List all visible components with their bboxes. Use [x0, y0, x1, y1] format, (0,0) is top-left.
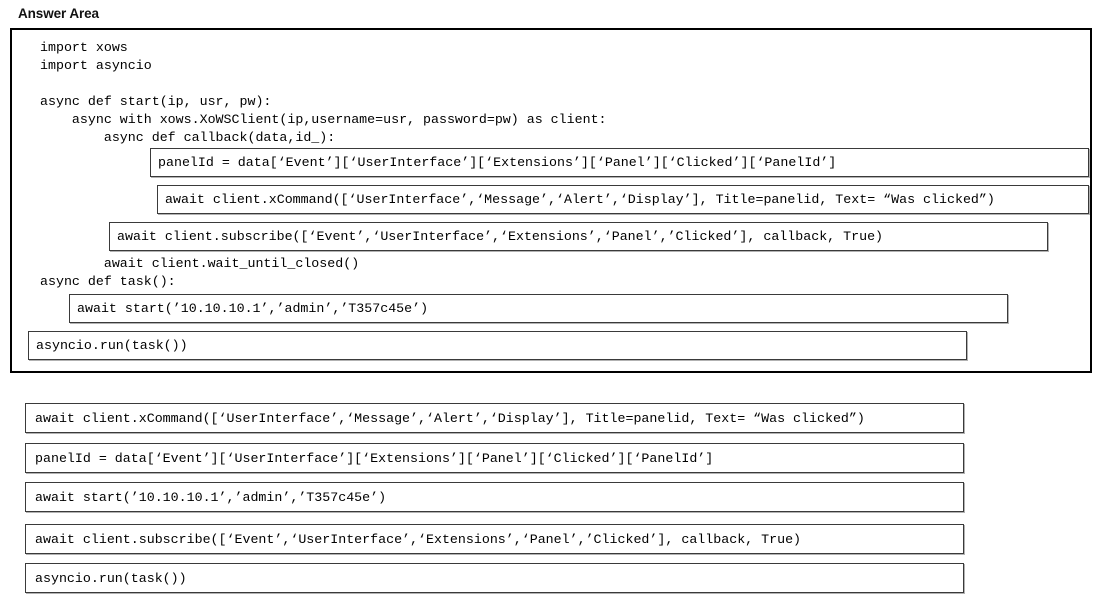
- code-line: import asyncio: [40, 58, 152, 73]
- code-line: import xows: [40, 40, 128, 55]
- placed-tile-panelid[interactable]: panelId = data[‘Event’][‘UserInterface’]…: [150, 148, 1089, 177]
- code-line: async def task():: [40, 274, 176, 289]
- code-line: async def start(ip, usr, pw):: [40, 94, 272, 109]
- code-line: async def callback(data,id_):: [40, 130, 336, 145]
- placed-tile-asyncio-run[interactable]: asyncio.run(task()): [28, 331, 967, 360]
- option-tile-panelid[interactable]: panelId = data[‘Event’][‘UserInterface’]…: [25, 443, 964, 473]
- page-title: Answer Area: [18, 6, 99, 21]
- option-tile-xcommand[interactable]: await client.xCommand([‘UserInterface’,‘…: [25, 403, 964, 433]
- option-tile-asyncio-run[interactable]: asyncio.run(task()): [25, 563, 964, 593]
- option-tile-subscribe[interactable]: await client.subscribe([‘Event’,‘UserInt…: [25, 524, 964, 554]
- option-tile-start[interactable]: await start(’10.10.10.1’,’admin’,’T357c4…: [25, 482, 964, 512]
- code-line: async with xows.XoWSClient(ip,username=u…: [40, 112, 607, 127]
- code-canvas: import xows import asyncio async def start…: [12, 30, 1090, 371]
- placed-tile-xcommand[interactable]: await client.xCommand([‘UserInterface’,‘…: [157, 185, 1089, 214]
- placed-tile-start[interactable]: await start(’10.10.10.1’,’admin’,’T357c4…: [69, 294, 1008, 323]
- placed-tile-subscribe[interactable]: await client.subscribe([‘Event’,‘UserInt…: [109, 222, 1048, 251]
- code-line: await client.wait_until_closed(): [40, 256, 360, 271]
- answer-area-dropzone[interactable]: import xows import asyncio async def start…: [10, 28, 1092, 373]
